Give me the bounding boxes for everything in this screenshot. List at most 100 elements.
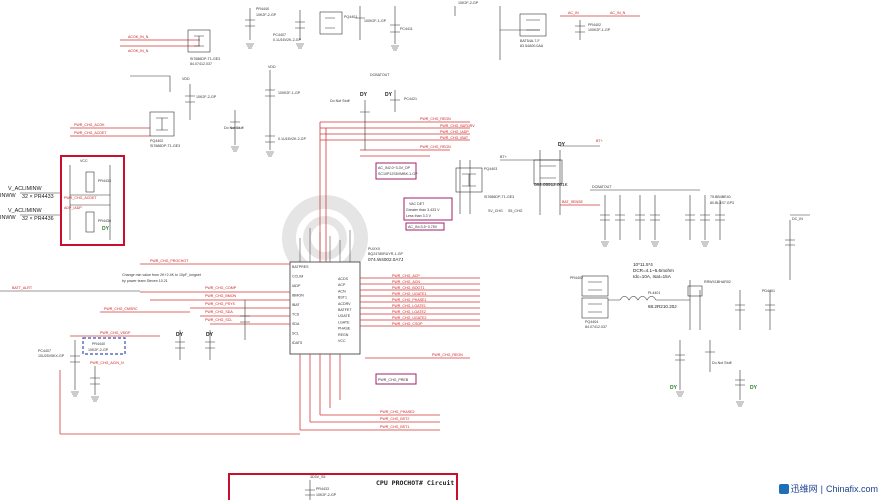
comp-c3: PC4421 bbox=[404, 97, 417, 101]
net-s5-chg: S5_CHG bbox=[508, 209, 523, 213]
callout-vac-det: VAC DET Greater than 3.433 V Less than 3… bbox=[403, 197, 453, 221]
ic-ref: PUXXX bbox=[368, 247, 381, 251]
net-prochot: PWR_CHG_PROCHOT bbox=[150, 259, 189, 263]
comp-r2-top: 100K2F-1-GP bbox=[364, 19, 387, 23]
mosfet-ref2: 84.07412.037 bbox=[190, 62, 212, 66]
acok-range: AC_IN2.0~3.3V_DP bbox=[378, 166, 411, 170]
comp-c1: PC4407 bbox=[273, 33, 286, 37]
ic-part: BQ24780RUYR-1-GP bbox=[368, 252, 404, 256]
rail-vdd-a: VDD bbox=[182, 77, 190, 81]
top-right-region: BAT54A-7-F 83.54A00.0AA AC_IN AC_IN_N PR… bbox=[499, 6, 640, 60]
box-net-iadp: ADP_IADP bbox=[64, 206, 82, 210]
comp-q3-val: SI7686DP-T1-GE3 bbox=[484, 195, 514, 199]
right-net-label: PWR_CHG_LGATE1 bbox=[392, 304, 426, 308]
rail-vdd-b: VDD bbox=[268, 65, 276, 69]
comp-q3: PQ4403 bbox=[484, 167, 497, 171]
callout-ac-in: AC_IN=3.5~3.75V bbox=[405, 222, 445, 231]
dy-2: DY bbox=[385, 92, 393, 98]
dy-1: DY bbox=[360, 92, 368, 98]
ic-pin-left: TCS bbox=[292, 313, 300, 317]
comp-res2: 100K2F-1-GP bbox=[588, 28, 611, 32]
comp-d1-r: PD4401 bbox=[762, 289, 775, 293]
dy-ll2: DY bbox=[206, 332, 214, 338]
rail-dcbat: DCBATOUT bbox=[370, 73, 390, 77]
blue-box-ref: PR4440 bbox=[92, 342, 105, 346]
net-acok-in2: ACOK_IN_N bbox=[128, 49, 149, 53]
right-net-label: PWR_CHG_CSOP bbox=[392, 322, 423, 326]
rail-dcin: DC_IN bbox=[792, 217, 803, 221]
l-sda: PWR_CHG_SDA bbox=[205, 310, 233, 314]
comp-cbig: 75.BB4BE40 bbox=[710, 195, 731, 199]
ic-pin-left: IDATS bbox=[292, 341, 303, 345]
comp-r-vdd: 100K2F-1-GP bbox=[278, 91, 301, 95]
net-ac-in-n: AC_IN_N bbox=[610, 11, 626, 15]
prochot-title: CPU PROCHOT# Circuit bbox=[376, 479, 454, 487]
ind-dcr: DCR=4.1~5.6mohm bbox=[633, 268, 674, 273]
w-batdrv: PWR_CHG_BATDRV bbox=[440, 124, 475, 128]
net-sv-chg: SV_CHG bbox=[488, 209, 503, 213]
prochot-ref: PR4433 bbox=[316, 487, 329, 491]
acliminw-formulas: V_ACLIMINW 32 × PR4433 INWW V_ACLIMINW 3… bbox=[0, 186, 60, 222]
ic-pin-right: ACDRV bbox=[338, 302, 351, 306]
prochot-rail: 3D3V_S5 bbox=[310, 475, 325, 479]
comp-ref-ll: PC4407 bbox=[38, 349, 51, 353]
box-vcc: VCC bbox=[80, 159, 88, 163]
mosfet-ref: SI7686DP-T1-GE3 bbox=[190, 57, 220, 61]
net-acdet-left: PWR_CHG_ACDET bbox=[74, 131, 107, 135]
comp-q4-val: 84.07412.037 bbox=[585, 325, 607, 329]
comp-dns-2: Do Not Stuff bbox=[330, 99, 350, 103]
comp-q2: PQ4402 bbox=[150, 139, 163, 143]
w-iadp: PWR_CHG_IADP bbox=[440, 130, 469, 134]
comp-res1: 10K2F-2-GP bbox=[256, 13, 277, 17]
comp-pwr-res: RRWX1BHAR02 bbox=[704, 280, 731, 284]
box-r3: PR4436 bbox=[98, 219, 111, 223]
callout-acok: AC_IN2.0~3.3V_DP SC10P12S5VMBK-1-GP bbox=[375, 162, 418, 180]
formula-inw2: INWW bbox=[0, 215, 16, 221]
right-net-label: PWR_CHG_ACP bbox=[392, 274, 420, 278]
chinafix-logo-icon bbox=[778, 483, 789, 494]
right-net-label: PWR_CHG_BOOT1 bbox=[392, 286, 425, 290]
ic-pin-right: ACDS bbox=[338, 277, 349, 281]
comp-q2-val: SI7686DP-T1-GE3 bbox=[150, 144, 180, 148]
acok-part: SC10P12S5VMBK-1-GP bbox=[378, 172, 418, 176]
net-acin: PWR_CHG_ACIN_N bbox=[90, 361, 124, 365]
ind-part: 68.2R210.20J bbox=[648, 304, 677, 309]
watermark-logo: 迅维网 | Chinafix.com bbox=[775, 481, 881, 496]
formula-v2: V_ACLIMINW bbox=[8, 208, 42, 214]
right-net-label: PWR_CHG_LGATE2 bbox=[392, 310, 426, 314]
highlight-box-acliminw: VCC PR4433 PR4436 PWR_CHG_ACDET ADP_IADP… bbox=[60, 155, 125, 246]
prochot-val: 10K2F-2-GP bbox=[316, 493, 337, 497]
ic-pin-left: CCLIM bbox=[292, 275, 303, 279]
comp-res-top: 10K2F-2-GP bbox=[458, 1, 479, 5]
ic-pin-left: IBMON bbox=[292, 294, 304, 298]
top-left-region: ACOK_IN_N ACOK_IN_N SI7686DP-T1-GE3 84.0… bbox=[120, 1, 479, 66]
note-1: Change min value from 2K+2.4K to 10pF_lo… bbox=[122, 273, 201, 277]
right-net-label: PWR_CHG_ACN bbox=[392, 280, 420, 284]
net-batt-alert: BATT_ALRT bbox=[12, 286, 33, 290]
l-psys: PWR_CHG_PSYS bbox=[205, 302, 236, 306]
b-bst1: PWR_CHG_BST1 bbox=[380, 425, 409, 429]
vac-det-high: Greater than 3.433 V bbox=[406, 208, 440, 212]
right-net-label: PWR_CHG_PHASE1 bbox=[392, 298, 427, 302]
dy-ll1: DY bbox=[176, 332, 184, 338]
comp-r1: PR4440 bbox=[256, 7, 269, 11]
comp-q1: PQ4401 bbox=[344, 15, 357, 19]
net-ac-in: AC_IN bbox=[568, 11, 579, 15]
watermark-separator: | bbox=[820, 483, 823, 494]
comp-l1: PL4401 bbox=[648, 291, 660, 295]
l-comp: PWR_CHG_COMP bbox=[205, 286, 237, 290]
net-cmsrc: PWR_CHG_CMSRC bbox=[104, 307, 138, 311]
watermark-site2: Chinafix.com bbox=[825, 483, 878, 494]
formula-inw1: INWW bbox=[0, 193, 16, 199]
acok-circuit: PWR_CHG_ACOK PWR_CHG_ACDET VDD 10K2F-2-G… bbox=[70, 65, 307, 150]
formula-eq2: 32 × PR4436 bbox=[22, 216, 54, 222]
prochot-circuit: CPU PROCHOT# Circuit PR4433 10K2F-2-GP 3… bbox=[228, 473, 458, 500]
ind-size: 10*11.5*4 bbox=[633, 262, 653, 267]
b-bst2: PWR_CHG_BST2 bbox=[380, 417, 409, 421]
net-acok-in: ACOK_IN_N bbox=[128, 35, 149, 39]
net-vddp: PWR_CHG_VDDP bbox=[100, 331, 131, 335]
box-r2: PR4433 bbox=[98, 179, 111, 183]
ic-pin-left: SCL bbox=[292, 332, 299, 336]
ic-pin-right: REGN bbox=[338, 333, 349, 337]
